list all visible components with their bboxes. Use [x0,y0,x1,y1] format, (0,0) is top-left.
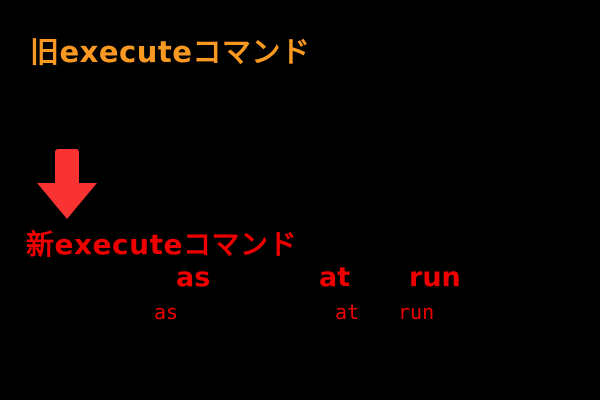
arrow-head [37,183,97,219]
argument-label-run-bold: run [409,262,461,293]
plain-argument-row: as at run [0,302,600,336]
argument-label-as-plain: as [154,300,179,324]
new-execute-command-heading: 新executeコマンド [26,228,297,261]
old-execute-command-heading: 旧executeコマンド [30,35,311,69]
argument-label-as-bold: as [176,262,211,293]
arrow-shaft [55,149,79,187]
bold-argument-row: as at run [0,264,600,298]
argument-label-at-bold: at [319,262,351,293]
argument-label-at-plain: at [335,300,360,324]
arrow-down-icon [37,149,97,219]
argument-label-run-plain: run [398,300,435,324]
